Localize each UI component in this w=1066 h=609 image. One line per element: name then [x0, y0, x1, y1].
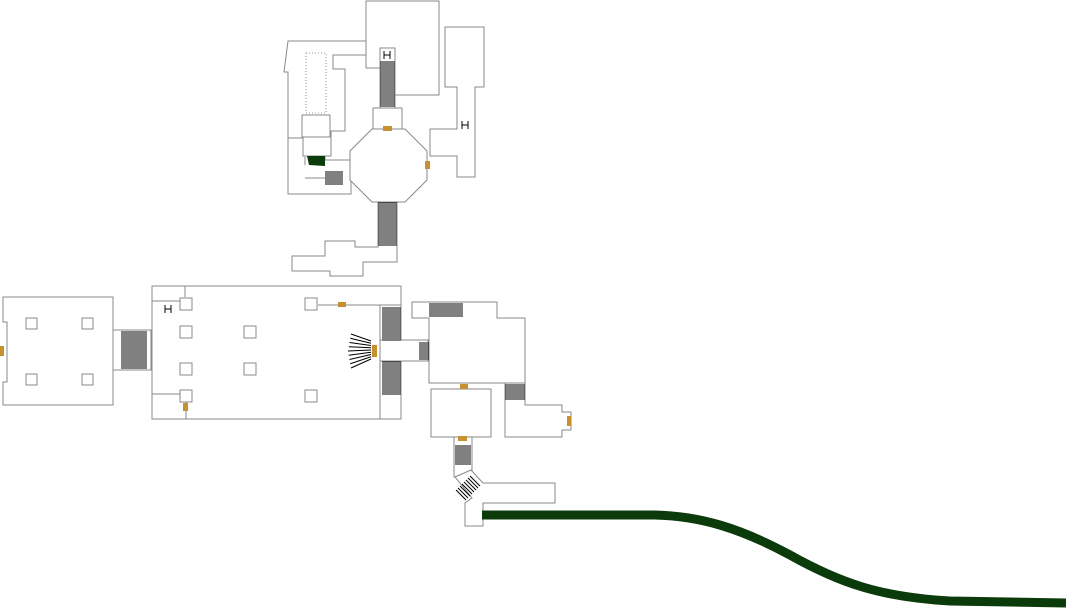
pillar — [179, 389, 193, 403]
door-icon[interactable] — [0, 346, 4, 356]
east-gallery — [411, 301, 526, 384]
doors — [0, 126, 571, 441]
pillar — [81, 317, 94, 330]
stairs-icon[interactable] — [455, 475, 481, 501]
pillar — [304, 389, 318, 403]
door-icon[interactable] — [460, 384, 468, 389]
north-west-alcove — [305, 52, 327, 114]
guard-room — [430, 388, 492, 438]
octagon-hall — [349, 128, 428, 203]
ladders — [164, 51, 469, 313]
stairs-icon[interactable] — [455, 445, 471, 465]
stairs-icon[interactable] — [378, 202, 397, 246]
pillar — [179, 325, 193, 339]
stairs-icon[interactable] — [325, 171, 343, 185]
octagon-north-landing — [372, 107, 403, 130]
ladder-icon[interactable] — [164, 305, 172, 313]
pillar — [179, 297, 193, 311]
door-icon[interactable] — [425, 161, 430, 169]
stairs-icon[interactable] — [429, 303, 463, 317]
pillar — [243, 362, 257, 376]
door-icon[interactable] — [567, 416, 571, 426]
stairs-icon[interactable] — [382, 307, 401, 341]
east-complex — [411, 301, 572, 527]
pillar — [179, 362, 193, 376]
stairs-icon — [121, 61, 525, 501]
route-path — [482, 510, 1066, 608]
stairs-icon[interactable] — [505, 384, 525, 400]
stairs-icon[interactable] — [419, 342, 429, 360]
pillar — [243, 325, 257, 339]
pillar — [81, 373, 94, 386]
pillar — [304, 297, 318, 311]
stairs-icon[interactable] — [347, 333, 372, 369]
north-west-passage — [301, 114, 331, 138]
door-icon[interactable] — [183, 403, 188, 411]
door-icon[interactable] — [383, 126, 392, 131]
stairs-icon[interactable] — [380, 61, 395, 107]
pillar — [25, 373, 38, 386]
south-passage — [291, 201, 398, 277]
door-icon[interactable] — [458, 436, 467, 441]
door-icon[interactable] — [338, 302, 346, 307]
ladder-icon[interactable] — [461, 121, 469, 129]
door-icon[interactable] — [372, 345, 377, 357]
stairs-icon[interactable] — [121, 331, 147, 369]
south-exit-corridor — [454, 469, 556, 527]
stairs-icon[interactable] — [382, 361, 401, 395]
pillar — [25, 317, 38, 330]
west-chapel — [2, 296, 114, 406]
ladder-icon[interactable] — [383, 51, 391, 59]
west-complex — [2, 285, 429, 420]
great-hall — [151, 285, 402, 420]
east-corridor — [429, 26, 485, 178]
position-marker — [307, 156, 325, 166]
east-bridge — [379, 339, 429, 362]
north-tower-room — [365, 0, 440, 96]
